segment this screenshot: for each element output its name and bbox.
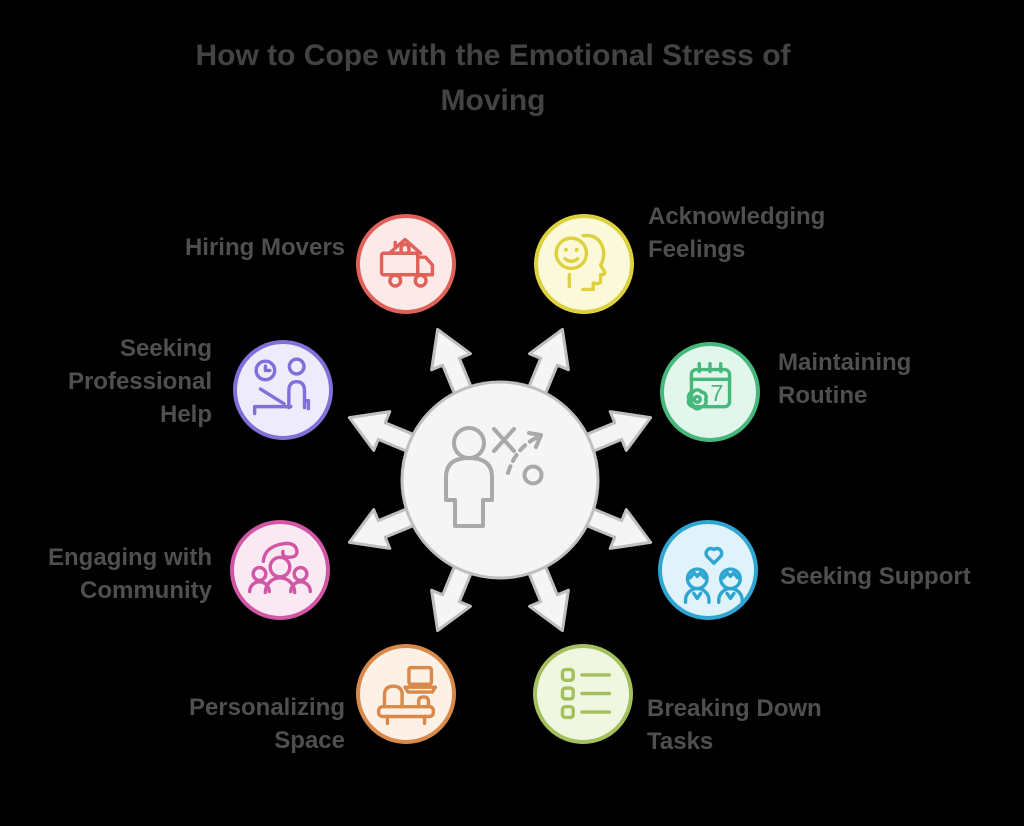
label-breaking-down-tasks: Breaking Down Tasks: [647, 695, 822, 755]
central-hub: [347, 327, 653, 633]
bubble-seeking-professional-help: [233, 340, 333, 440]
label-seeking-professional-help: Seeking Professional Help: [67, 335, 212, 428]
svg-text:7: 7: [710, 380, 723, 406]
checklist-icon: [560, 667, 612, 720]
calendar-week-icon: 7: [686, 361, 732, 411]
label-maintaining-routine: Maintaining Routine: [778, 349, 912, 409]
people-heart-icon: [683, 546, 744, 604]
community-people-icon: [247, 541, 313, 595]
moving-truck-icon: [379, 237, 435, 288]
strategy-person-icon: [444, 426, 544, 528]
therapy-session-icon: [252, 357, 311, 416]
head-smiley-icon: [554, 233, 607, 292]
bubble-maintaining-routine: 7: [660, 342, 760, 442]
bubble-personalizing-space: [356, 644, 456, 744]
label-seeking-support: Seeking Support: [780, 563, 971, 590]
bubble-hiring-movers: [356, 214, 456, 314]
label-engaging-with-community: Engaging with Community: [48, 544, 212, 604]
label-hiring-movers: Hiring Movers: [184, 234, 345, 261]
label-personalizing-space: Personalizing Space: [188, 694, 345, 754]
label-acknowledging-feelings: Acknowledging Feelings: [648, 203, 826, 263]
sofa-laptop-icon: [376, 665, 438, 726]
bubble-seeking-support: [658, 520, 758, 620]
page-title: How to Cope with the Emotional Stress of…: [195, 39, 791, 117]
bubble-breaking-down-tasks: [533, 644, 633, 744]
hub-circle: [400, 380, 600, 580]
bubble-engaging-with-community: [230, 520, 330, 620]
bubble-acknowledging-feelings: [534, 214, 634, 314]
